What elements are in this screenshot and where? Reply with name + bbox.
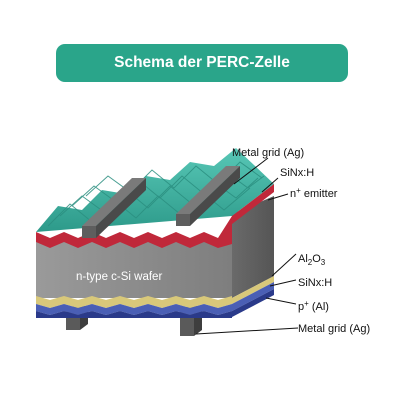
- leader-lines: [195, 157, 299, 335]
- textured-sinx-top: [36, 148, 274, 232]
- label-sinx-bottom: SiNx:H: [298, 277, 332, 289]
- sinx-rear-layer: [36, 304, 232, 315]
- n-emitter-layer: [36, 184, 274, 248]
- diagram-title: Schema der PERC-Zelle: [56, 44, 348, 82]
- cell-side-face: [232, 196, 274, 317]
- metal-grid-top: [82, 166, 240, 238]
- wafer-front: [36, 240, 232, 298]
- al2o3-layer: [36, 296, 232, 308]
- wafer-label: n-type c-Si wafer: [76, 271, 162, 283]
- label-n-emitter: n+ emitter: [290, 186, 338, 200]
- label-metal-grid-bottom: Metal grid (Ag): [298, 323, 370, 335]
- label-metal-grid-top: Metal grid (Ag): [232, 147, 304, 159]
- p-al-layer: [36, 311, 232, 318]
- label-sinx-top: SiNx:H: [280, 167, 314, 179]
- label-p-al: p+ (Al): [298, 299, 329, 313]
- label-al2o3: Al2O3: [298, 253, 326, 267]
